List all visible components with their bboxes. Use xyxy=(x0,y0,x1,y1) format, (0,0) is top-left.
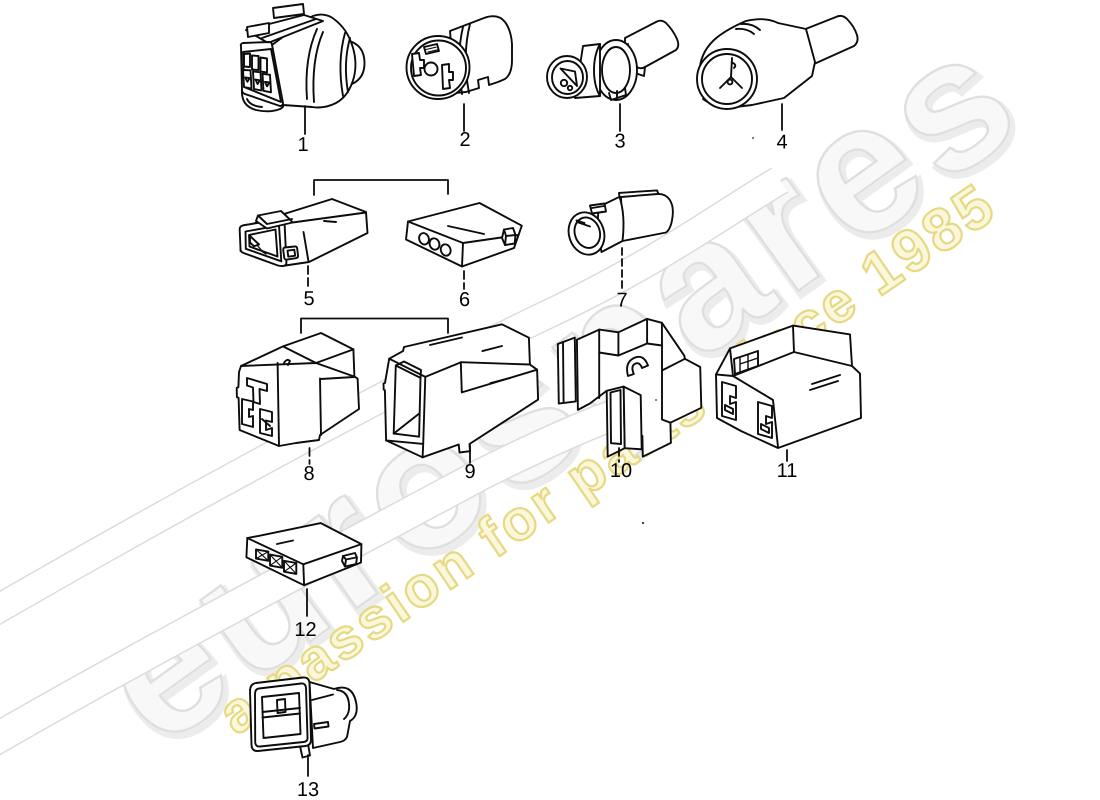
svg-text:9: 9 xyxy=(464,461,475,483)
svg-text:8: 8 xyxy=(303,463,314,485)
svg-text:1: 1 xyxy=(297,134,308,156)
svg-text:5: 5 xyxy=(303,288,314,310)
svg-text:10: 10 xyxy=(610,460,632,482)
svg-text:13: 13 xyxy=(297,779,319,800)
svg-text:7: 7 xyxy=(616,290,627,312)
svg-text:3: 3 xyxy=(614,131,625,153)
svg-text:2: 2 xyxy=(459,129,470,151)
svg-text:4: 4 xyxy=(776,132,787,154)
svg-text:11: 11 xyxy=(777,460,798,482)
svg-text:6: 6 xyxy=(459,289,470,311)
svg-text:12: 12 xyxy=(294,619,316,641)
